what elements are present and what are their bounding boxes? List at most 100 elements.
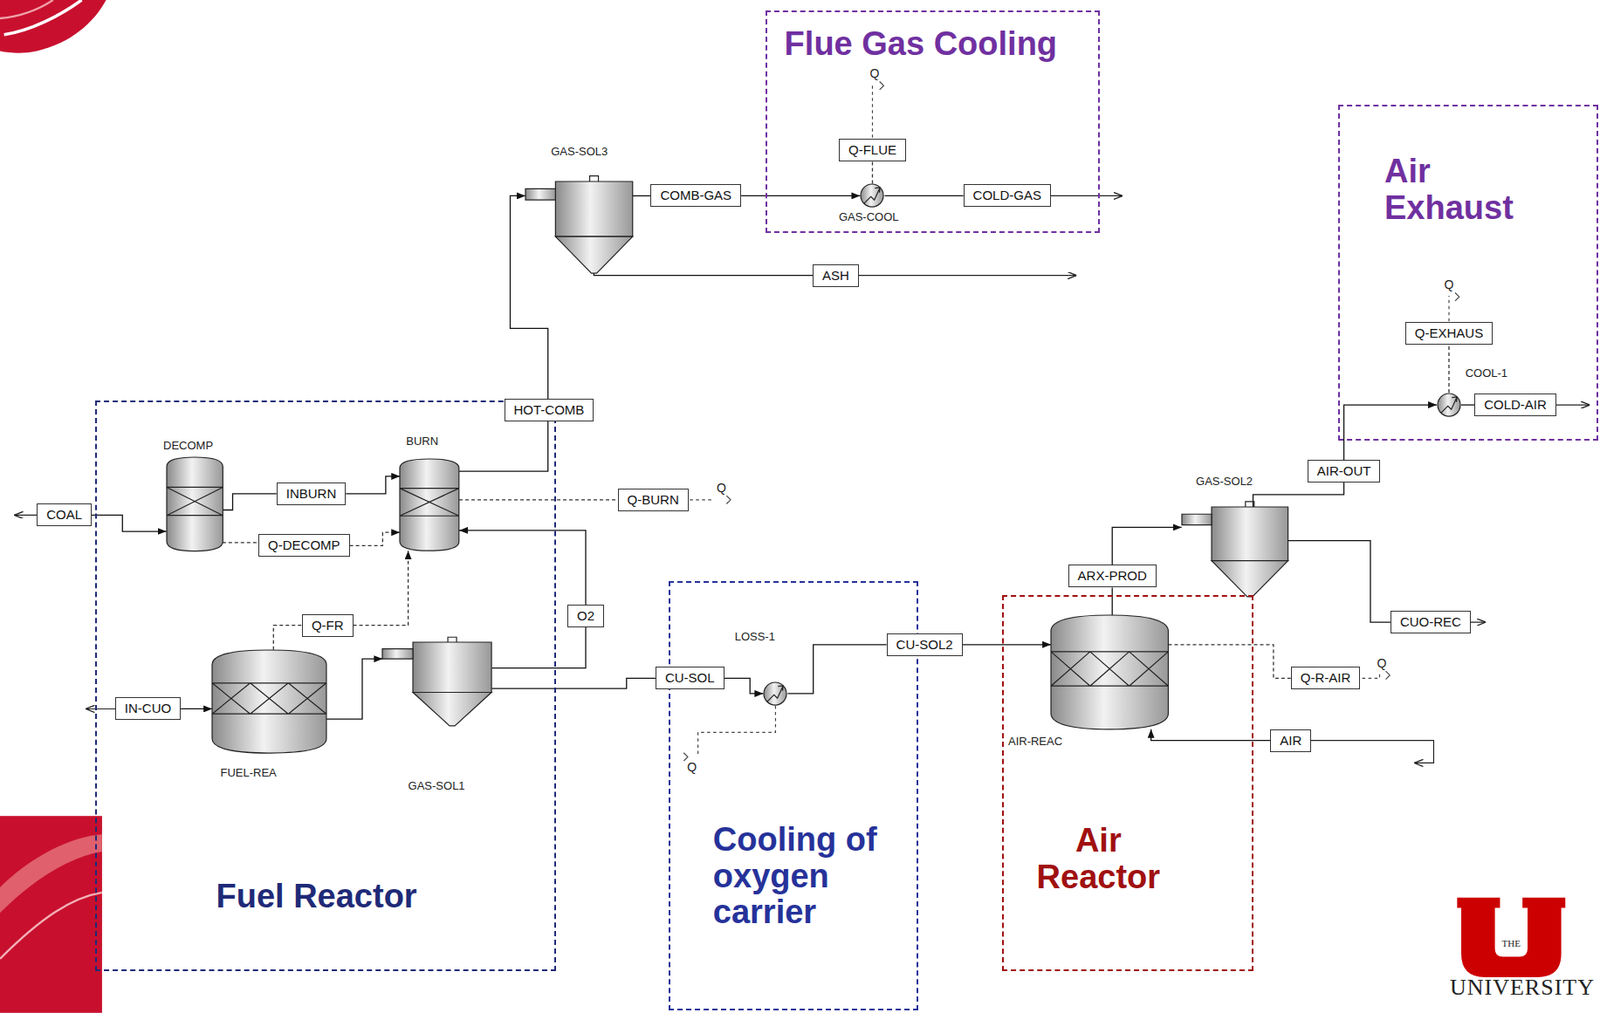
heat-stream [459, 499, 619, 501]
stream-tag: COMB-GAS [650, 184, 742, 207]
heat-symbol: Q [716, 480, 727, 495]
stream-name: Q-BURN [627, 492, 680, 509]
material-stream [1287, 541, 1391, 624]
unit-outline [399, 488, 460, 517]
brand-panel-swirl [0, 834, 103, 914]
stream-tag: AIR-OUT [1307, 460, 1381, 483]
material-stream [593, 273, 813, 275]
material-stream [91, 515, 166, 532]
block-name: GAS-COOL [838, 210, 900, 224]
unit-outline [1050, 652, 1168, 687]
heat-stream [353, 550, 409, 625]
stream-name: ARX-PROD [1078, 568, 1147, 584]
unit-outline [1441, 397, 1457, 413]
material-stream [345, 476, 400, 495]
stream-tag: CUO-REC [1390, 611, 1471, 634]
heat-symbol: Q [869, 66, 879, 81]
heat-symbol: Q [1376, 656, 1387, 671]
material-stream [326, 659, 383, 720]
stream-tag: COLD-GAS [963, 184, 1051, 207]
stream-name: CU-SOL [665, 670, 715, 687]
stream-name: COAL [46, 507, 83, 523]
region-title: Air Reactor [1023, 823, 1173, 897]
stream-tag: Q-BURN [618, 488, 689, 512]
stream-tag: O2 [567, 604, 605, 628]
unit-outline [864, 187, 880, 204]
unit-outline [1211, 507, 1289, 562]
unit-outline [399, 459, 460, 551]
unit-operation: GAS-SOL3 [525, 181, 633, 274]
material-stream [787, 645, 886, 694]
heat-symbol: Q [686, 760, 697, 775]
stream-tag: Q-FR [302, 614, 354, 638]
unit-operation: BURN [399, 459, 460, 551]
stream-name: Q-R-AIR [1300, 670, 1352, 687]
unit-outline [590, 176, 599, 182]
material-stream [962, 644, 1051, 646]
material-stream [632, 195, 652, 197]
stream-tag: ARX-PROD [1068, 564, 1157, 588]
unit-outline [555, 181, 632, 237]
material-stream [1112, 527, 1182, 565]
material-stream [222, 494, 277, 511]
material-stream [1344, 405, 1437, 461]
unit-outline [860, 184, 884, 207]
material-stream [741, 195, 860, 197]
feed-terminal [1290, 741, 1435, 764]
stream-name: ASH [822, 267, 850, 284]
unit-outline [555, 236, 632, 274]
region-title: Cooling of oxygen carrier [713, 822, 879, 932]
material-stream [1112, 587, 1113, 615]
heat-stream [1167, 645, 1291, 680]
stream-tag: Q-R-AIR [1290, 666, 1361, 690]
stream-tag: COAL [36, 503, 92, 527]
unit-outline [212, 682, 327, 714]
block-name: GAS-SOL3 [550, 144, 608, 158]
stream-tag: CU-SOL [655, 666, 725, 690]
block-name: BURN [405, 434, 439, 448]
stream-name: Q-FLUE [848, 142, 897, 158]
stream-tag: IN-CUO [115, 697, 181, 721]
brand-panel [0, 816, 103, 1013]
logo-text: UNIVERSITY [1449, 975, 1595, 1002]
stream-name: COMB-GAS [659, 187, 732, 204]
block-name: DECOMP [163, 439, 213, 453]
unit-operation: GAS-SOL1 [382, 642, 492, 727]
unit-operation: DECOMP [166, 457, 223, 552]
region-frame: Fuel ReactorDECOMPBURNINBURNQ-DECOMPQ-FR… [95, 400, 557, 971]
heat-terminal [698, 706, 776, 757]
material-stream [491, 627, 586, 669]
unit-icon [1436, 392, 1462, 418]
stream-tag: Q-FLUE [838, 138, 907, 162]
unit-icon [1181, 507, 1289, 598]
stream-name: COLD-GAS [973, 187, 1042, 204]
logo-swirl [0, 0, 107, 54]
unit-outline [1211, 561, 1289, 598]
stream-tag: Q-DECOMP [258, 534, 351, 557]
heat-arrow [1386, 671, 1391, 680]
unit-outline [166, 457, 223, 552]
unit-outline [412, 642, 492, 694]
heat-arrow [1455, 293, 1460, 302]
heat-stream [1448, 344, 1449, 393]
stream-name: CUO-REC [1400, 614, 1462, 631]
heat-arrow [726, 495, 731, 504]
material-stream [1253, 482, 1345, 508]
unit-outline [412, 693, 492, 727]
unit-icon [212, 650, 327, 754]
heat-stream [222, 542, 259, 543]
stream-name: HOT-COMB [514, 402, 585, 419]
region-title: Fuel Reactor [215, 878, 513, 916]
block-name: AIR-REAC [1008, 734, 1063, 749]
region-title: Flue Gas Cooling [784, 26, 1117, 63]
stream-tag: ASH [812, 264, 859, 288]
unit-icon [399, 459, 460, 551]
unit-outline [1437, 393, 1461, 417]
heat-arrow [683, 753, 688, 762]
stream-tag: AIR [1270, 729, 1312, 753]
stream-name: CU-SOL2 [896, 637, 954, 653]
heat-stream [273, 625, 303, 651]
stream-name: Q-EXHAUS [1414, 325, 1484, 342]
region-frame: Air ExhaustQ-EXHAUSCOOL-1COLD-AIR [1338, 104, 1599, 441]
unit-icon [762, 681, 788, 707]
